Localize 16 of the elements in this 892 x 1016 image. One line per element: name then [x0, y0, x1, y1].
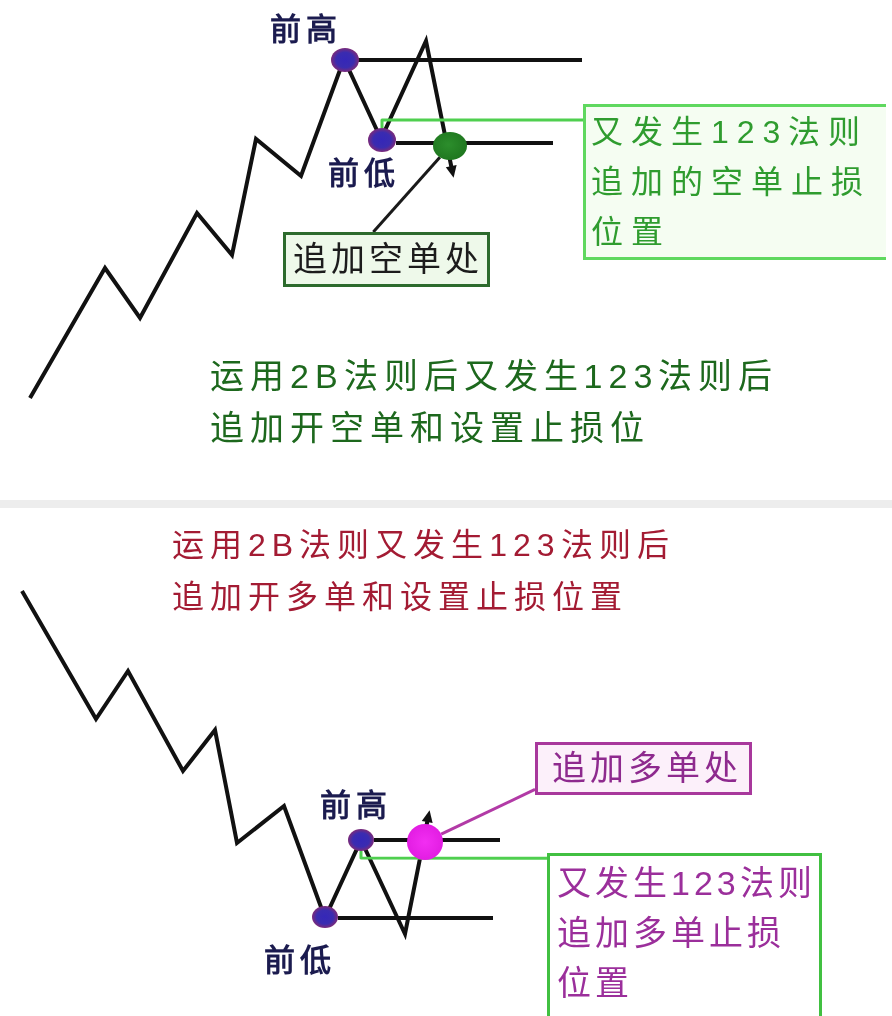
leader-line [359, 851, 547, 860]
panel-caption: 运用2B法则后又发生123法则后追加开空单和设置止损位 [210, 356, 780, 449]
callout-box: 追加多单处 [535, 742, 752, 795]
price-dot [407, 824, 443, 860]
callout-box: 追加空单处 [283, 232, 490, 287]
point-label: 前低 [328, 155, 400, 193]
panel-caption: 运用2B法则又发生123法则后追加开多单和设置止损位置 [172, 526, 676, 617]
leader-line [372, 156, 441, 233]
leader-line [440, 788, 536, 836]
note-box: 又发生123法则追加的空单止损位置 [583, 104, 886, 260]
point-label: 前高 [270, 11, 342, 49]
note-box: 又发生123法则追加多单止损位置 [547, 853, 822, 1016]
point-label: 前高 [320, 787, 392, 825]
price-dot [433, 132, 467, 160]
leader-line [380, 118, 583, 128]
point-label: 前低 [264, 942, 336, 980]
